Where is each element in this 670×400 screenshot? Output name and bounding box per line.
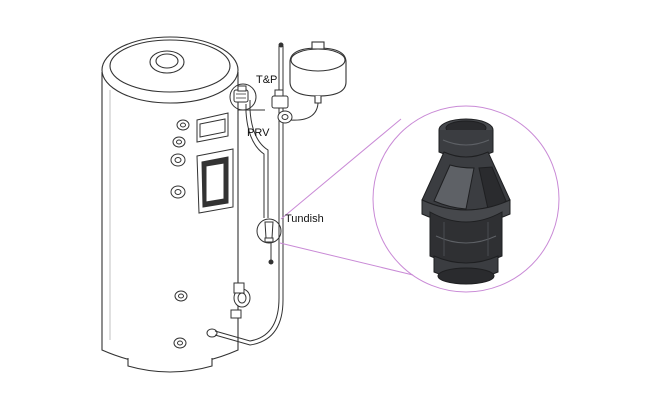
tundish-label: Tundish [285, 213, 324, 225]
tundish-part-icon [421, 118, 511, 285]
boss-5 [174, 290, 188, 302]
boss-2 [172, 136, 186, 148]
boss-7 [206, 328, 218, 338]
tp-label: T&P [256, 74, 277, 86]
expansion-vessel-icon [289, 41, 347, 104]
control-panel-icon [196, 112, 234, 214]
boss-4 [170, 185, 186, 199]
tp-valve-icon [229, 83, 257, 111]
boss-6 [173, 337, 187, 349]
tundish-icon [256, 218, 282, 244]
callout-lines [279, 105, 560, 293]
pipework [214, 42, 319, 346]
fittings [170, 119, 218, 349]
prv-label: PRV [247, 127, 270, 139]
boss-3 [170, 153, 186, 167]
boss-1 [176, 119, 190, 131]
prv-valve-icon [271, 89, 293, 124]
lower-valve-icon [230, 282, 251, 319]
hot-water-cylinder-icon [101, 36, 239, 373]
